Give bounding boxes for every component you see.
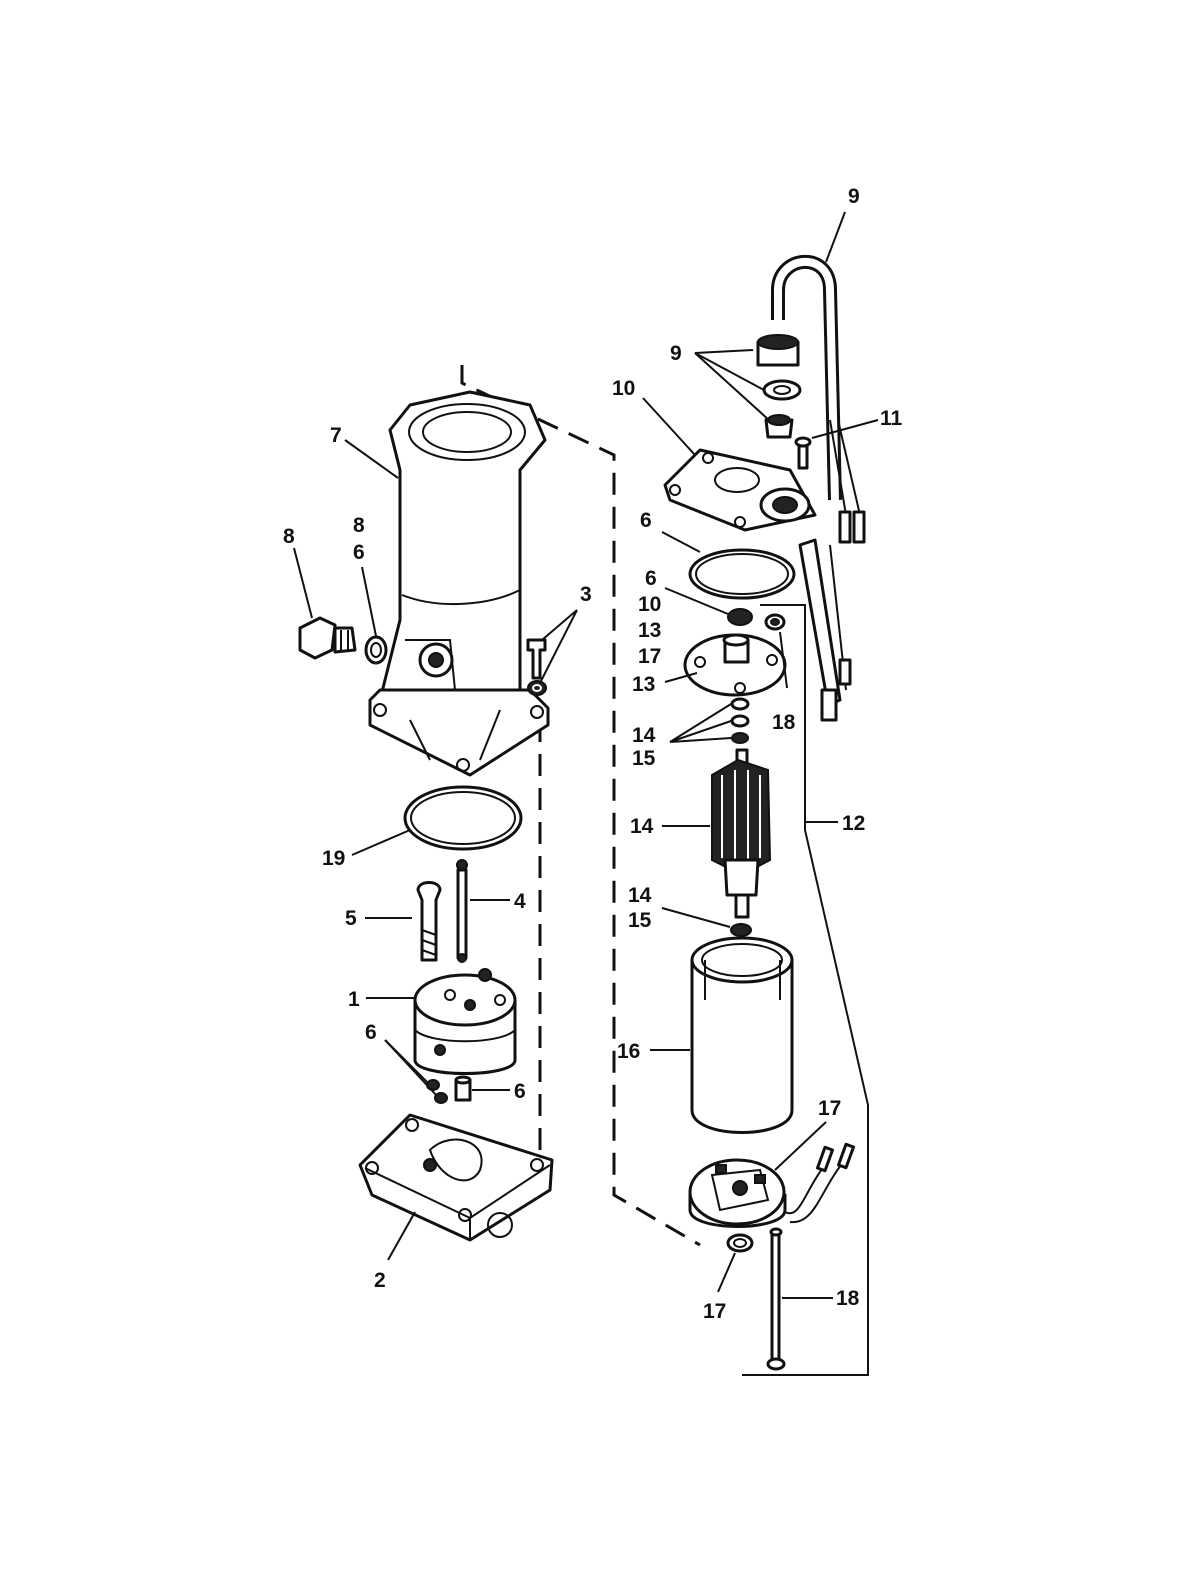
- assembly-guide-left: [460, 365, 701, 1247]
- callout-15-lower: 15: [628, 909, 652, 932]
- callout-18-nut: 18: [772, 711, 796, 734]
- part-2-base: [358, 1113, 554, 1242]
- part-14-15-washer-lower: [730, 923, 752, 937]
- callout-14-lower: 14: [628, 884, 652, 907]
- callout-14-armature: 14: [630, 815, 654, 838]
- part-4-pin: [456, 859, 468, 963]
- callout-8-plug: 8: [283, 525, 295, 548]
- callout-10-set: 10: [638, 593, 661, 616]
- part-14-armature: [711, 748, 772, 919]
- part-10-end-cap: [663, 448, 817, 532]
- callout-5: 5: [345, 907, 357, 930]
- part-6-oring-right: [688, 548, 796, 600]
- callout-17-set: 17: [638, 645, 661, 668]
- callout-17-plate: 17: [818, 1097, 841, 1120]
- callout-10-cap: 10: [612, 377, 635, 400]
- part-1-pump: [413, 968, 517, 1075]
- callout-8: 8: [353, 514, 365, 537]
- callout-labels: 7 8 8 6 3 19 5 4 1 6 6 2 9 9 10 11 6 6 1…: [283, 185, 903, 1323]
- part-6-oring-small: [426, 1079, 448, 1104]
- callout-4: 4: [514, 890, 526, 913]
- part-9-cable: [771, 254, 866, 544]
- part-16-frame: [690, 936, 794, 1134]
- part-18-nut: [764, 613, 786, 631]
- leader-lines: [293, 211, 879, 1299]
- callout-3: 3: [580, 583, 592, 606]
- part-14-15-washers: [730, 697, 750, 744]
- part-8-plug: [298, 616, 357, 660]
- callout-6-lower: 6: [365, 1021, 377, 1044]
- part-11-screw: [794, 436, 812, 470]
- callout-9-cable: 9: [848, 185, 860, 208]
- part-9-grommet: [756, 334, 802, 439]
- callout-9-grommet: 9: [670, 342, 682, 365]
- part-5-bolt: [416, 881, 442, 962]
- callout-6-right: 6: [640, 509, 652, 532]
- callout-2: 2: [374, 1269, 386, 1292]
- callout-18-bolt: 18: [836, 1287, 860, 1310]
- callout-11: 11: [880, 407, 903, 430]
- part-12-lead-wire: [742, 538, 869, 1376]
- part-6-sleeve: [454, 1075, 472, 1102]
- part-13-bearing-plate: [683, 633, 787, 697]
- callout-7: 7: [330, 424, 342, 447]
- part-17-brush-plate: [688, 1142, 856, 1228]
- callout-19: 19: [322, 847, 345, 870]
- callout-16: 16: [617, 1040, 640, 1063]
- callout-6-plug: 6: [353, 541, 365, 564]
- callout-6-set: 6: [645, 567, 657, 590]
- callout-15-washers: 15: [632, 747, 656, 770]
- callout-13-plate: 13: [632, 673, 655, 696]
- part-18-through-bolt: [766, 1227, 786, 1371]
- part-17-washer: [726, 1233, 754, 1253]
- callout-13-set: 13: [638, 619, 661, 642]
- callout-12: 12: [842, 812, 865, 835]
- part-6-10-brush-set: [727, 608, 753, 626]
- callout-17-washer: 17: [703, 1300, 726, 1323]
- callout-6-sleeve: 6: [514, 1080, 526, 1103]
- part-7-housing: [368, 390, 550, 777]
- part-3-screw-washer: [526, 638, 547, 696]
- callout-14-washers: 14: [632, 724, 656, 747]
- part-19-oring: [403, 785, 523, 851]
- callout-1: 1: [348, 988, 360, 1011]
- part-6-oring-plug: [364, 635, 388, 665]
